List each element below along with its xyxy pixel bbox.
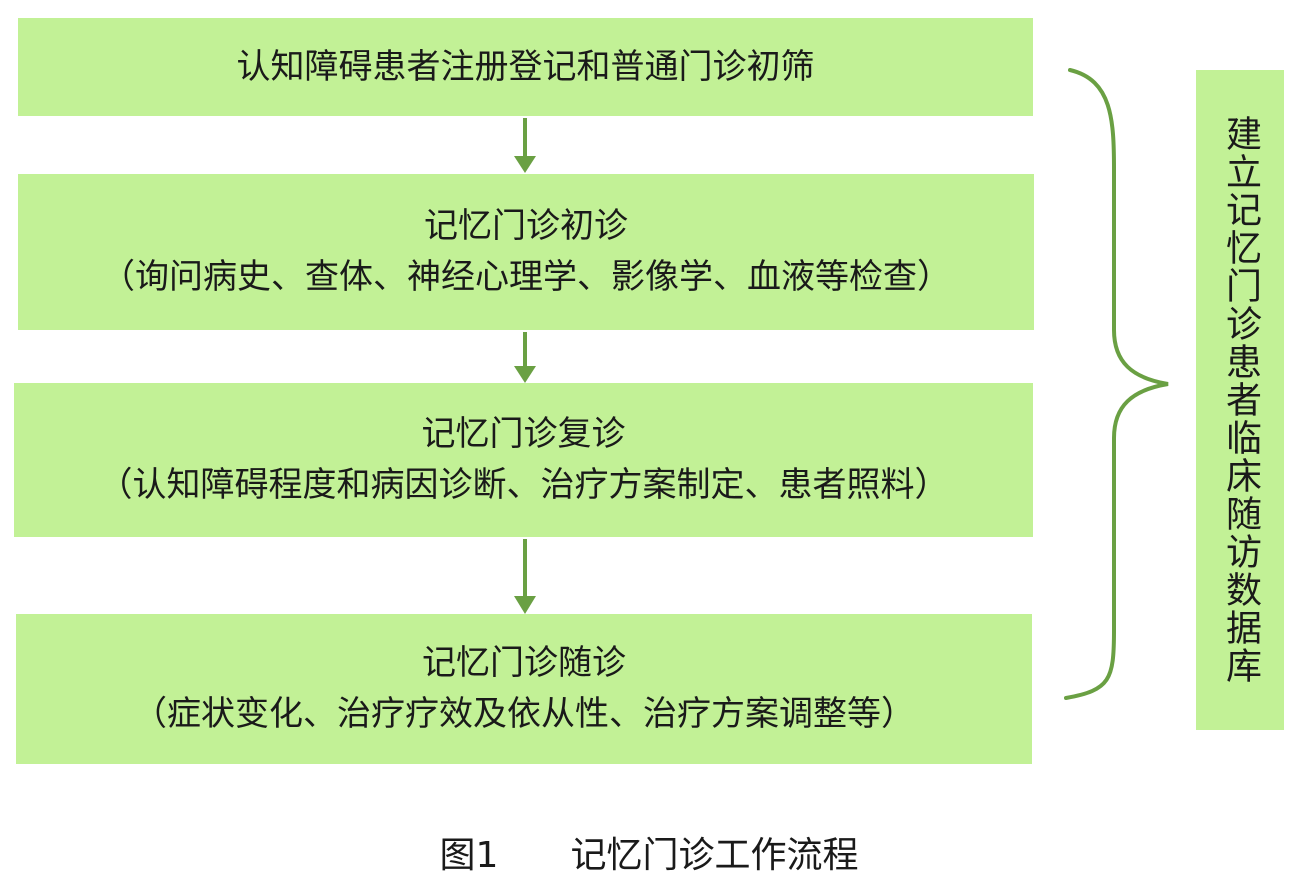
flow-step-detail: （症状变化、治疗疗效及依从性、治疗方案调整等）	[133, 694, 915, 734]
arrow-1	[514, 118, 536, 173]
flow-step-first-visit: 记忆门诊初诊 （询问病史、查体、神经心理学、影像学、血液等检查）	[18, 174, 1034, 330]
flow-step-detail: （询问病史、查体、神经心理学、影像学、血液等检查）	[101, 257, 951, 297]
figure-caption: 图1 记忆门诊工作流程	[0, 826, 1298, 878]
side-label: 建立记忆门诊患者临床随访数据库	[1220, 115, 1261, 685]
right-brace	[1064, 68, 1169, 700]
flow-step-registration: 认知障碍患者注册登记和普通门诊初筛	[18, 18, 1033, 116]
flow-step-detail: （认知障碍程度和病因诊断、治疗方案制定、患者照料）	[98, 465, 949, 505]
flow-step-title: 认知障碍患者注册登记和普通门诊初筛	[236, 46, 815, 87]
flow-step-title: 记忆门诊复诊	[421, 414, 626, 454]
flow-step-title: 记忆门诊随诊	[422, 643, 626, 683]
figure-number: 图1	[439, 835, 499, 876]
arrow-2	[514, 332, 536, 383]
clinical-follow-up-database: 建立记忆门诊患者临床随访数据库	[1196, 70, 1284, 730]
figure-title: 记忆门诊工作流程	[570, 835, 859, 876]
flow-step-title: 记忆门诊初诊	[424, 206, 628, 246]
flow-step-return-visit: 记忆门诊复诊 （认知障碍程度和病因诊断、治疗方案制定、患者照料）	[14, 383, 1033, 537]
flow-step-follow-up: 记忆门诊随诊 （症状变化、治疗疗效及依从性、治疗方案调整等）	[16, 614, 1032, 764]
arrow-3	[514, 539, 536, 614]
